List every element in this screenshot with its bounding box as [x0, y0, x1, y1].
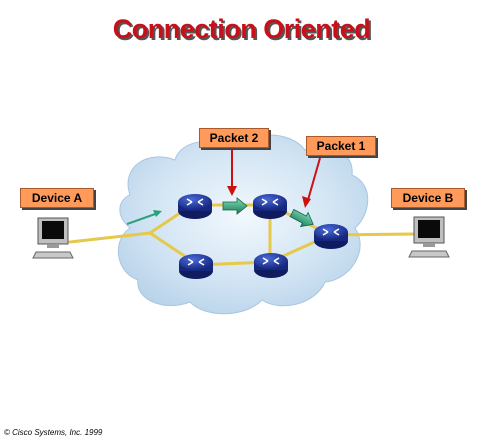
router-icon	[253, 194, 287, 219]
device-b-label: Device B	[391, 188, 465, 208]
router-icon	[254, 253, 288, 278]
device-a-label: Device A	[20, 188, 94, 208]
routers	[178, 194, 348, 279]
computer-icon	[32, 217, 74, 259]
packet-2-pointer-arrow	[227, 150, 237, 196]
router-icon	[179, 254, 213, 279]
router-icon	[178, 194, 212, 219]
direction-arrow-icon	[126, 210, 162, 225]
packet-arrow-icon	[289, 208, 314, 228]
link-device-a-branch	[68, 231, 152, 244]
computer-icon	[408, 216, 450, 258]
router-icon	[314, 224, 348, 249]
packet-1-label: Packet 1	[306, 136, 376, 156]
page-title: Connection Oriented	[112, 14, 371, 44]
packet-arrow-icon	[222, 197, 248, 215]
packet-1-pointer-arrow	[302, 157, 321, 208]
copyright-text: © Cisco Systems, Inc. 1999	[4, 428, 103, 437]
packet-2-label: Packet 2	[199, 128, 269, 148]
